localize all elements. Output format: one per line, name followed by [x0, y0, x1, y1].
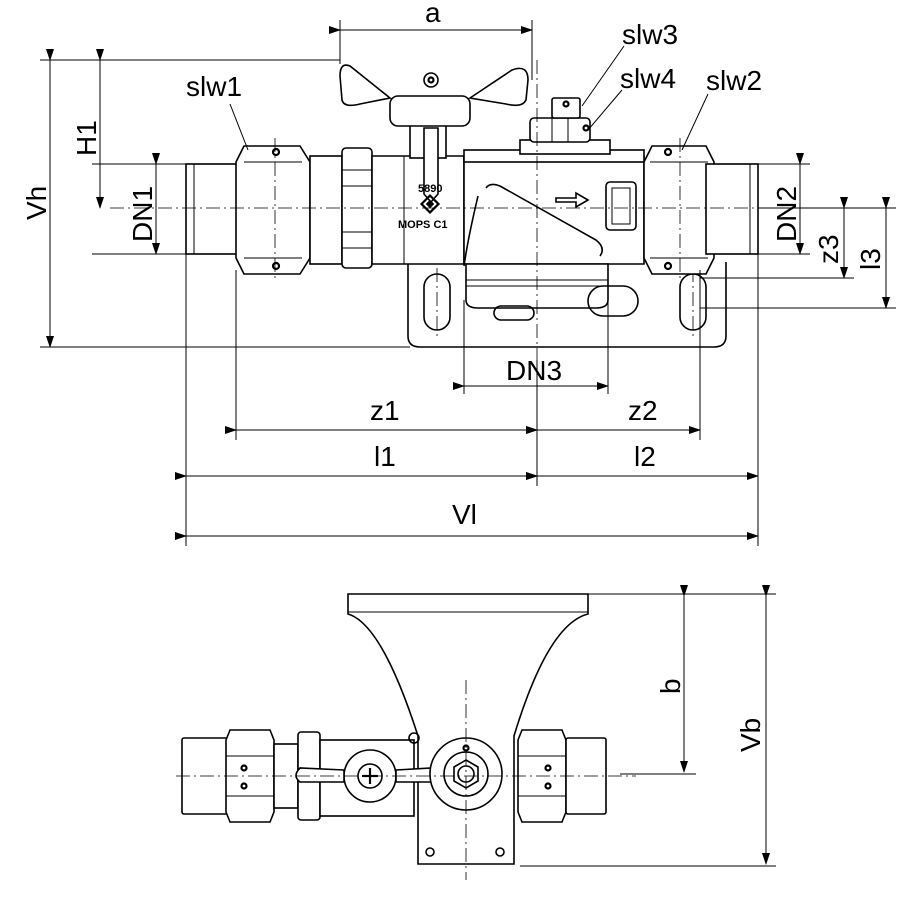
- label-b: b: [655, 678, 686, 694]
- label-dn3: DN3: [506, 355, 562, 386]
- handle-wing-right: [467, 67, 529, 107]
- label-a: a: [425, 0, 441, 28]
- label-dn2: DN2: [771, 186, 802, 242]
- label-z3: z3: [813, 234, 844, 264]
- connector-left: [309, 155, 343, 265]
- label-dn1: DN1: [127, 186, 158, 242]
- label-l3: l3: [855, 248, 886, 270]
- leader-slw3: [581, 45, 625, 107]
- dimensions-top: b Vb: [520, 585, 776, 867]
- label-l2: l2: [634, 441, 656, 472]
- union-nut-right: [643, 145, 715, 275]
- valve-body: [371, 155, 465, 265]
- label-z2: z2: [628, 395, 658, 426]
- pipe-end-right: [705, 163, 759, 255]
- label-l1: l1: [374, 441, 396, 472]
- label-slw2: slw2: [706, 65, 762, 96]
- label-z1: z1: [370, 395, 400, 426]
- label-vl: Vl: [452, 499, 477, 530]
- drain-plug: [587, 285, 639, 317]
- top-view: [176, 593, 636, 880]
- label-vb: Vb: [735, 718, 766, 752]
- front-view: 5890 MOPS C1: [110, 60, 762, 360]
- leader-slw1: [229, 103, 249, 151]
- label-slw4: slw4: [620, 63, 676, 94]
- mounting-bracket: [407, 262, 727, 348]
- leader-slw4: [587, 89, 623, 131]
- label-vh: Vh: [21, 186, 52, 220]
- strainer-screen: [485, 183, 604, 257]
- top-bracket: [347, 593, 589, 865]
- leader-slw2: [681, 93, 709, 151]
- handle-lever-pointer: [423, 127, 439, 204]
- fitting-cap-slw3: [551, 97, 581, 119]
- label-slw1: slw1: [186, 71, 242, 102]
- strainer-housing: [463, 155, 645, 265]
- certification-mark: MOPS C1: [398, 219, 448, 231]
- label-slw3: slw3: [622, 19, 678, 50]
- model-number: 5890: [418, 183, 442, 195]
- flow-direction-arrow: [555, 191, 590, 209]
- handle-wing-left: [339, 64, 392, 107]
- dimensions-front: a Vh H1 DN1 DN2 z3 l3 DN3 z1 z2 l1 l2: [21, 0, 896, 546]
- top-handle-wing-left: [295, 767, 345, 783]
- union-nut-left: [235, 145, 311, 275]
- label-h1: H1: [71, 120, 102, 156]
- fitting-nut-slw4: [529, 117, 591, 143]
- handle-hub: [389, 95, 471, 127]
